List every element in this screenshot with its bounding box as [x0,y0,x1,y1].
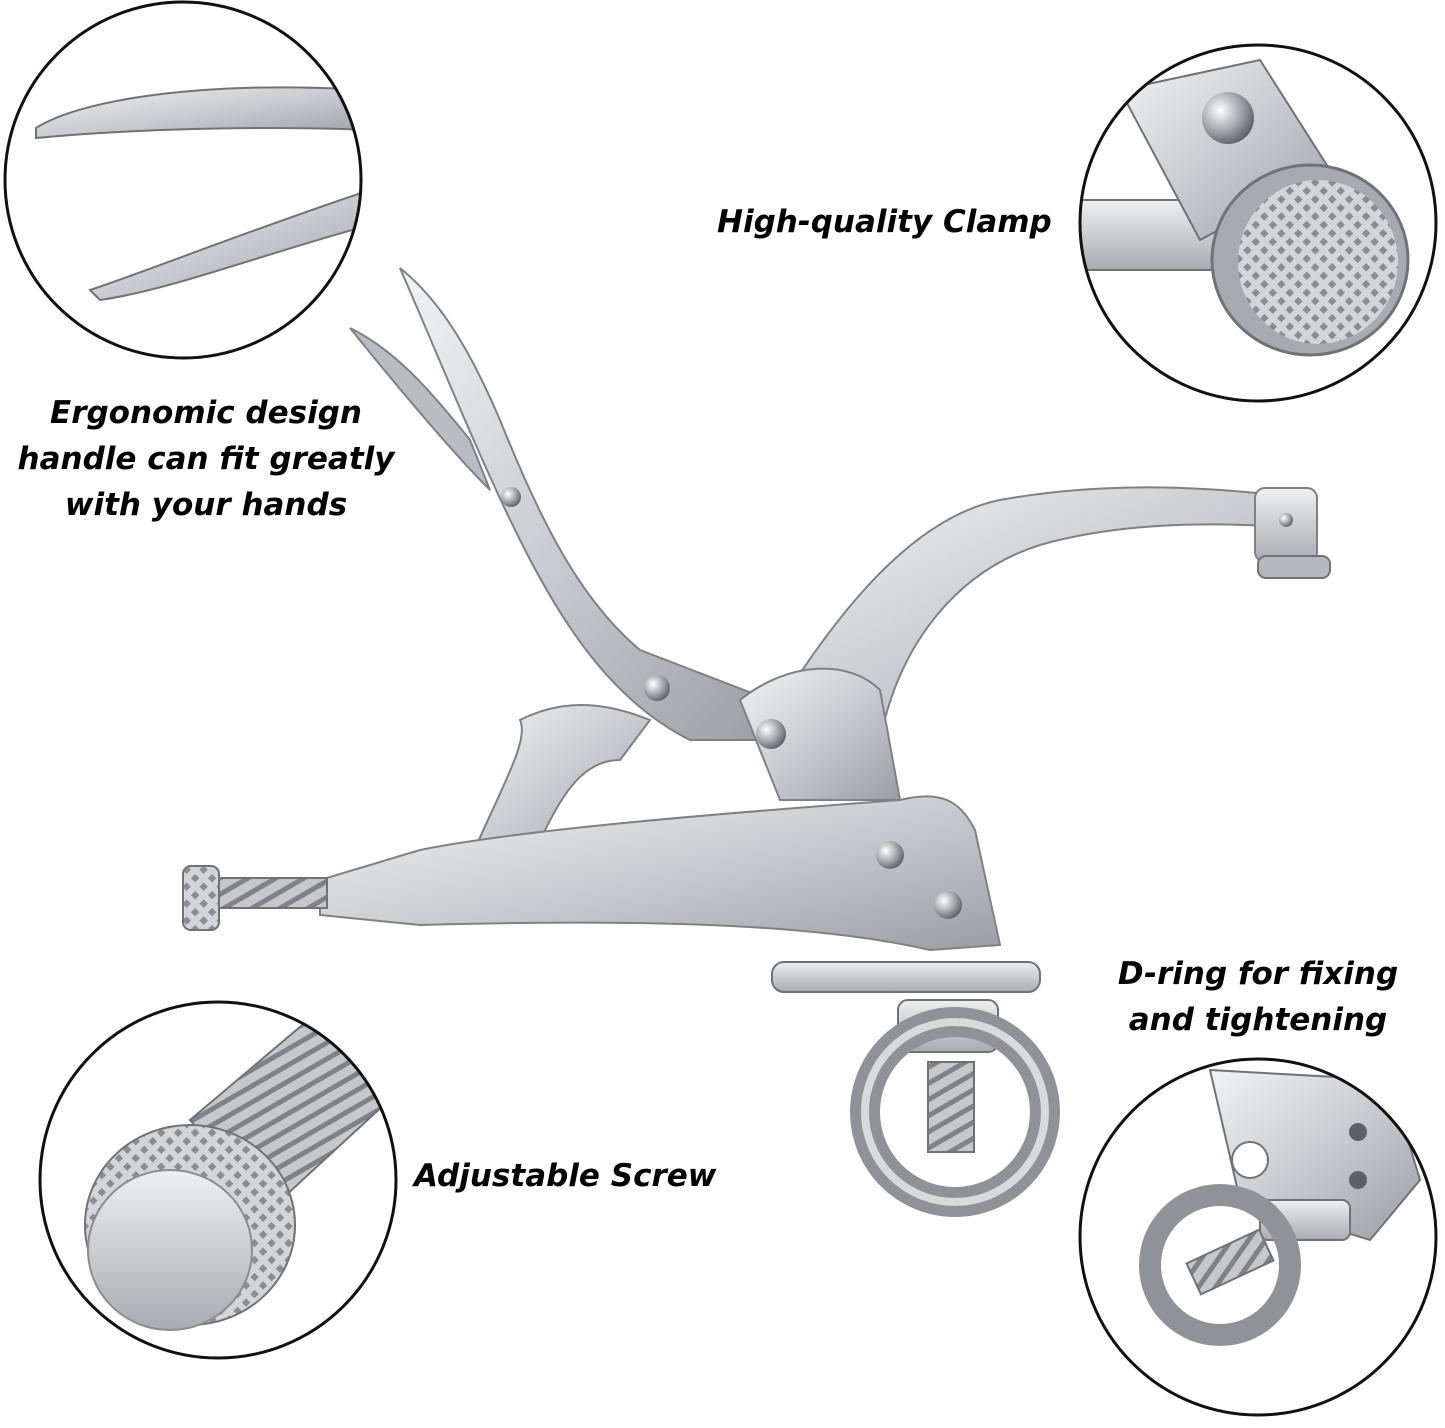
locking-pliers-image [182,267,1331,1217]
clamp-pad [1254,487,1331,579]
clamp-caption: High-quality Clamp [717,199,1052,245]
clamp-caption-text: High-quality Clamp [717,204,1052,240]
ergonomic-caption-line-2: handle can fit greatly [17,441,395,477]
knurled-screw-knob-detail [38,1000,398,1360]
d-ring-caption-line-2: and tightening [1128,1002,1388,1038]
eye-bolt [850,999,1060,1217]
jaw-tips-detail [3,0,363,360]
adjusting-screw [182,865,328,931]
eye-bolt-d-ring-detail [1078,1057,1438,1417]
screw-caption-text: Adjustable Screw [414,1158,717,1194]
ergonomic-handle-caption: Ergonomic design handle can fit greatly … [8,390,404,528]
d-ring-caption-line-1: D-ring for fixing [1117,956,1399,992]
d-ring-caption: D-ring for fixing and tightening [1108,951,1408,1043]
knurled-clamp-pad-detail [1078,43,1438,403]
screw-caption: Adjustable Screw [414,1153,716,1199]
ergonomic-caption-line-1: Ergonomic design [50,395,362,431]
ergonomic-caption-line-3: with your hands [64,487,348,523]
